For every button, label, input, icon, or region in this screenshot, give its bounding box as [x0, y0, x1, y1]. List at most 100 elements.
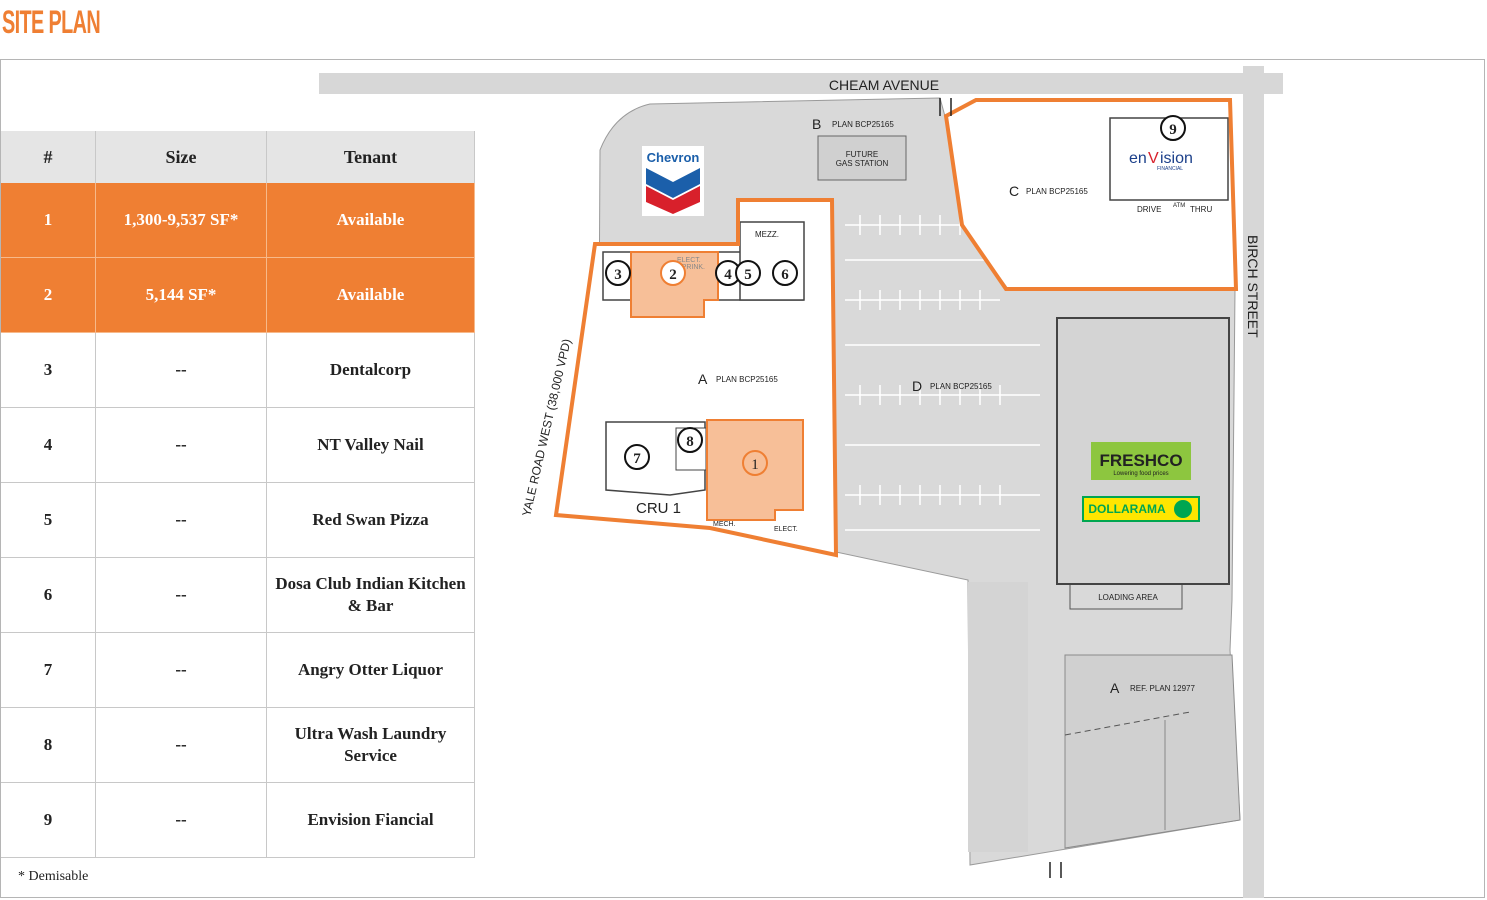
svg-text:8: 8 [686, 434, 694, 450]
table-header-row: # Size Tenant [1, 131, 475, 183]
unit-marker-1: 1 [742, 450, 768, 476]
mezz-label: MEZZ. [755, 230, 779, 239]
future-gas-label-1: FUTURE [846, 150, 878, 159]
cell-size: -- [95, 632, 267, 708]
unit-marker-6: 6 [772, 260, 798, 286]
svg-text:2: 2 [669, 267, 677, 283]
table-row: 6--Dosa Club Indian Kitchen & Bar [1, 557, 475, 633]
cell-size: 1,300-9,537 SF* [95, 183, 267, 258]
svg-text:Lowering food prices: Lowering food prices [1113, 471, 1168, 477]
cell-size: 5,144 SF* [95, 257, 267, 333]
table-row: 8--Ultra Wash Laundry Service [1, 707, 475, 783]
cell-tenant: Dentalcorp [266, 332, 475, 408]
freshco-logo: FRESHCO Lowering food prices [1091, 442, 1191, 480]
unit-marker-9: 9 [1160, 115, 1186, 141]
cell-unit-number: 1 [1, 183, 96, 258]
cell-tenant: Red Swan Pizza [266, 482, 475, 558]
cell-tenant: Dosa Club Indian Kitchen & Bar [266, 557, 475, 633]
cell-unit-number: 4 [1, 407, 96, 483]
svg-text:Chevron: Chevron [647, 150, 700, 165]
dollarama-logo: DOLLARAMA [1082, 496, 1200, 522]
cell-unit-number: 8 [1, 707, 96, 783]
svg-text:FRESHCO: FRESHCO [1099, 451, 1182, 470]
cell-size: -- [95, 407, 267, 483]
loading-area-label: LOADING AREA [1098, 593, 1158, 602]
footnote: * Demisable [18, 869, 89, 884]
table-row: 7--Angry Otter Liquor [1, 632, 475, 708]
svg-text:ision: ision [1160, 150, 1193, 167]
chevron-logo: Chevron [642, 146, 704, 216]
mech-label: MECH. [713, 521, 736, 528]
parcel-d-letter: D [912, 378, 922, 394]
parcel-a-letter: A [698, 371, 708, 387]
cell-unit-number: 7 [1, 632, 96, 708]
street-cheam-avenue: CHEAM AVENUE [829, 77, 939, 93]
content-frame [0, 59, 1485, 898]
unit-marker-4: 4 [715, 260, 741, 286]
cell-unit-number: 3 [1, 332, 96, 408]
svg-text:V: V [1148, 150, 1159, 167]
parcel-a2-letter: A [1110, 680, 1120, 696]
svg-text:1: 1 [751, 457, 759, 473]
unit-marker-2: 2 [660, 260, 686, 286]
cell-size: -- [95, 557, 267, 633]
unit-markers: 1 2 3 4 5 6 7 8 9 [605, 115, 1186, 476]
parcel-a-ref [1064, 654, 1241, 849]
sprink-label: SPRINK. [677, 264, 705, 271]
svg-text:4: 4 [724, 267, 732, 283]
cell-tenant: Ultra Wash Laundry Service [266, 707, 475, 783]
svg-text:9: 9 [1169, 122, 1177, 138]
loading-area [1069, 582, 1183, 610]
cell-size: -- [95, 707, 267, 783]
svg-text:6: 6 [781, 267, 789, 283]
atm-label: ATM [1173, 203, 1185, 209]
svg-text:FINANCIAL: FINANCIAL [1157, 166, 1183, 172]
cell-tenant: NT Valley Nail [266, 407, 475, 483]
header-size: Size [95, 131, 267, 183]
cell-unit-number: 9 [1, 782, 96, 858]
parcel-a2-plan: REF. PLAN 12977 [1130, 684, 1195, 693]
unit-marker-7: 7 [624, 444, 650, 470]
parcel-c-letter: C [1009, 183, 1019, 199]
cell-tenant: Available [266, 257, 475, 333]
unit-marker-5: 5 [735, 260, 761, 286]
header-num: # [1, 131, 96, 183]
elect-label: ELECT. [677, 257, 701, 264]
parcel-a-plan: PLAN BCP25165 [716, 375, 778, 384]
parcel-b-plan: PLAN BCP25165 [832, 120, 894, 129]
page-title: SITE PLAN [2, 4, 101, 40]
future-gas-label-2: GAS STATION [836, 159, 889, 168]
future-gas-station [817, 135, 907, 181]
cell-unit-number: 5 [1, 482, 96, 558]
parcel-a-boundary [553, 198, 839, 558]
table-row: 5--Red Swan Pizza [1, 482, 475, 558]
cell-tenant: Angry Otter Liquor [266, 632, 475, 708]
parcel-d-plan: PLAN BCP25165 [930, 382, 992, 391]
unit-marker-3: 3 [605, 260, 631, 286]
thru-label: THRU [1190, 205, 1212, 214]
cheam-avenue-road [319, 73, 1283, 94]
parcel-c-boundary [943, 98, 1239, 291]
table-row: 3--Dentalcorp [1, 332, 475, 408]
cell-unit-number: 2 [1, 257, 96, 333]
cell-tenant: Envision Fiancial [266, 782, 475, 858]
street-birch-street: BIRCH STREET [1245, 235, 1261, 338]
svg-text:5: 5 [744, 267, 752, 283]
cell-size: -- [95, 332, 267, 408]
drive-aisle [968, 582, 1028, 852]
drive-label: DRIVE [1137, 205, 1161, 214]
envision-logo: en V ision FINANCIAL [1129, 150, 1193, 172]
parcel-c-plan: PLAN BCP25165 [1026, 187, 1088, 196]
cell-size: -- [95, 482, 267, 558]
birch-street-road [1243, 66, 1264, 898]
table-row: 4--NT Valley Nail [1, 407, 475, 483]
parcel-b-letter: B [812, 116, 821, 132]
svg-text:DOLLARAMA: DOLLARAMA [1088, 502, 1166, 516]
elect-room-label: ELECT. [774, 526, 798, 533]
ref-plan-line [1064, 711, 1191, 736]
svg-text:en: en [1129, 150, 1147, 167]
